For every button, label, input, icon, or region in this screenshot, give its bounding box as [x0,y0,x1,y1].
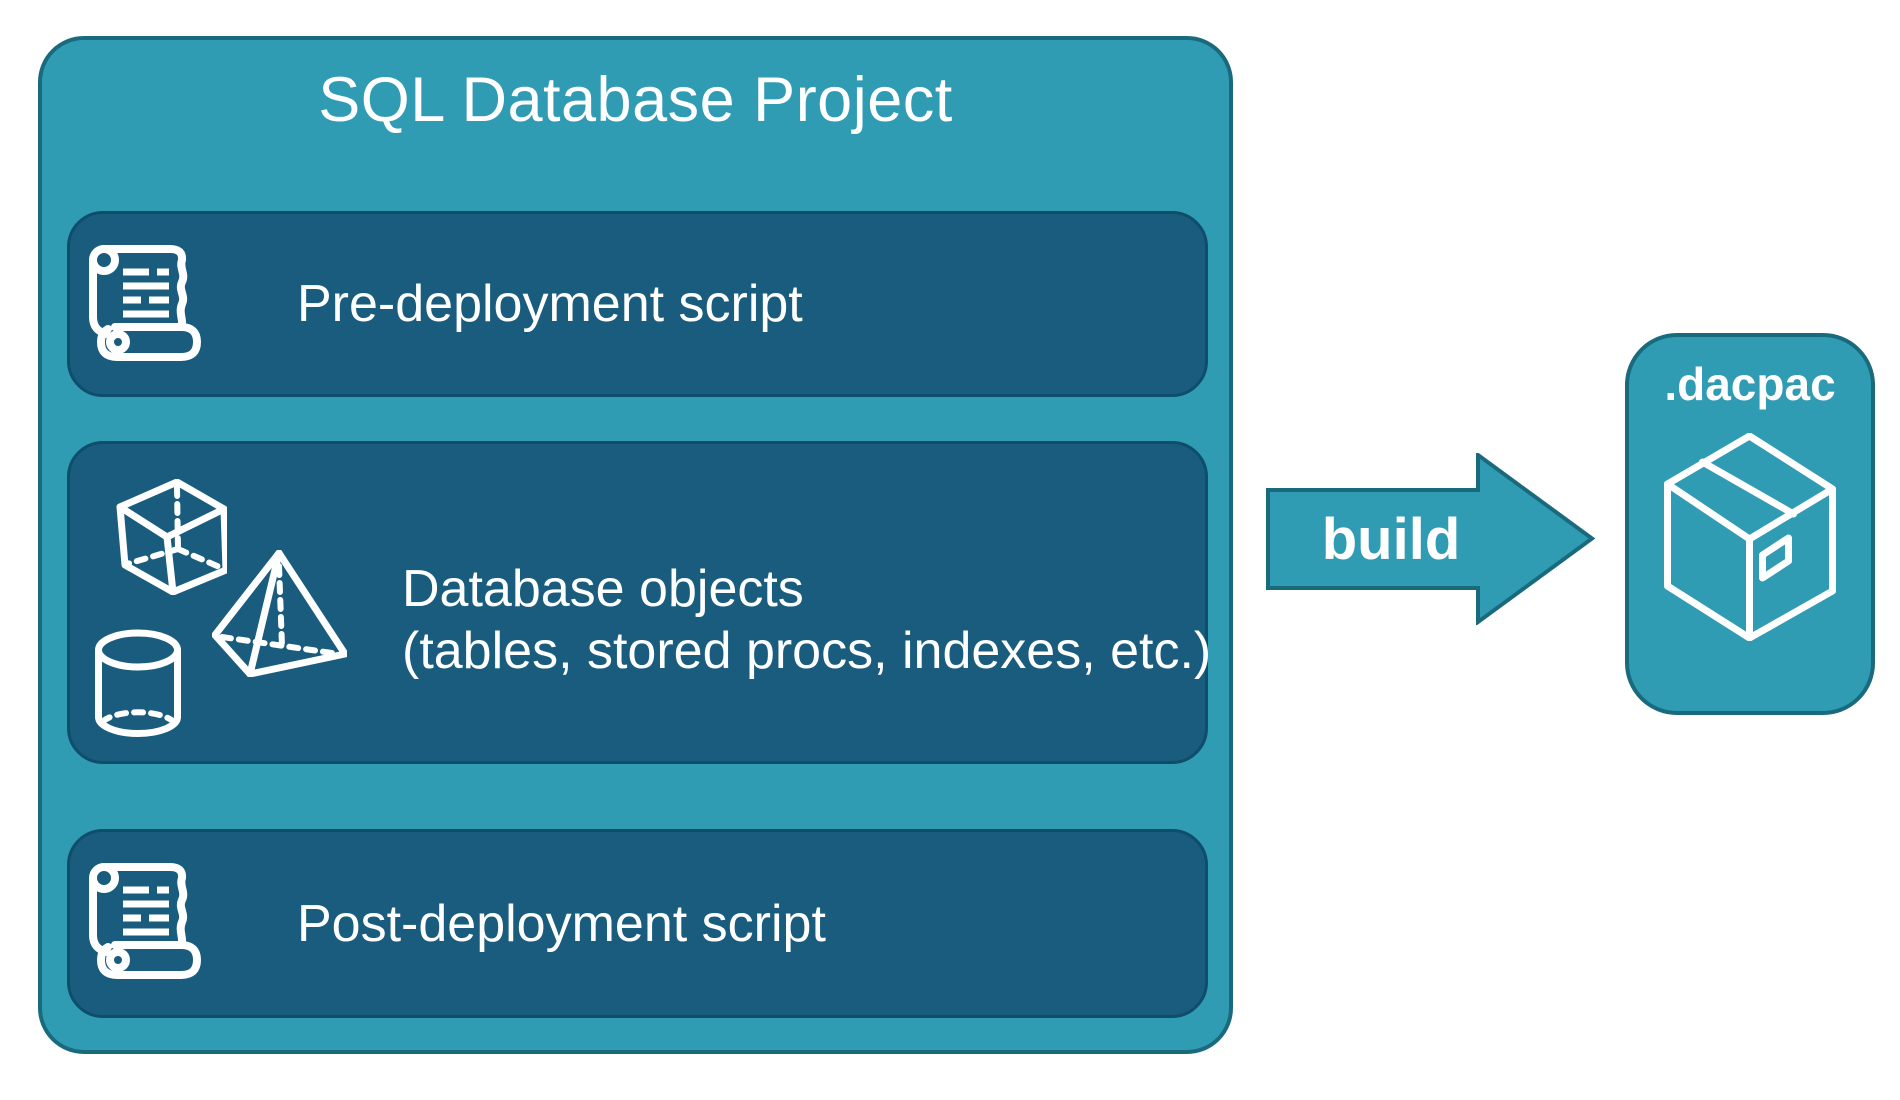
database-objects-line1: Database objects [402,560,804,618]
build-arrow-icon [1266,453,1596,625]
database-objects-line2: (tables, stored procs, indexes, etc.) [402,622,1212,680]
panel-post-deployment-script: Post-deployment script [67,829,1208,1018]
sql-database-project-container: SQL Database Project P [38,36,1233,1054]
cylinder-icon [95,629,182,737]
pyramid-icon [212,550,347,677]
panel-database-objects: Database objects (tables, stored procs, … [67,441,1211,764]
scroll-icon [87,857,204,979]
pre-deployment-label: Pre-deployment script [297,275,803,333]
database-objects-label: Database objects (tables, stored procs, … [402,558,1211,682]
build-label: build [1321,506,1461,572]
cube-icon [115,479,227,595]
page-title: SQL Database Project [318,65,953,135]
panel-pre-deployment-script: Pre-deployment script [67,211,1208,397]
package-icon [1663,433,1838,641]
post-deployment-label: Post-deployment script [297,894,826,953]
dacpac-title: .dacpac [1664,358,1836,410]
scroll-icon [87,239,204,361]
dacpac-box: .dacpac [1625,333,1875,715]
